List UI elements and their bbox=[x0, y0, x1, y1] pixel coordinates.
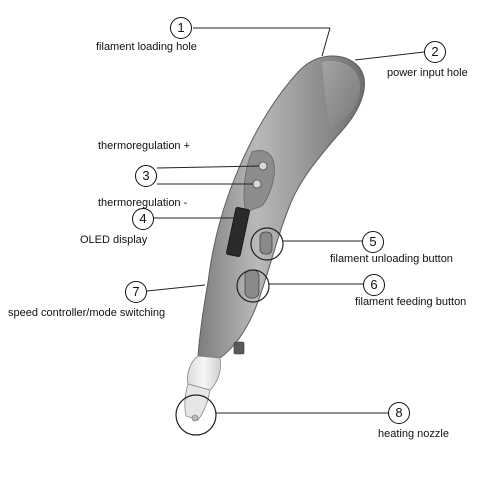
unloading-highlight-circle bbox=[250, 227, 284, 261]
filament-feeding-button bbox=[244, 269, 260, 299]
label-filament-feeding-button: filament feeding button bbox=[355, 296, 467, 308]
nozzle-tip bbox=[191, 414, 199, 422]
label-thermoregulation-minus: thermoregulation - bbox=[98, 197, 188, 209]
pen-rear-head bbox=[322, 60, 361, 129]
oled-display bbox=[226, 207, 250, 257]
callout-number-7: 7 bbox=[125, 281, 147, 303]
leader-line-7 bbox=[146, 284, 206, 292]
leader-line-1-drop bbox=[321, 27, 331, 57]
callout-number-4: 4 bbox=[132, 208, 154, 230]
filament-unloading-button bbox=[259, 231, 273, 255]
callout-number-5: 5 bbox=[362, 231, 384, 253]
leader-line-3a bbox=[156, 165, 260, 169]
label-power-input-hole: power input hole bbox=[387, 67, 468, 79]
label-speed-controller-mode-switching: speed controller/mode switching bbox=[8, 307, 166, 319]
label-thermoregulation-plus: thermoregulation + bbox=[98, 140, 191, 152]
nozzle-highlight-circle bbox=[175, 394, 217, 436]
label-oled-display: OLED display bbox=[80, 234, 148, 246]
pen-body bbox=[197, 55, 365, 359]
label-filament-loading-hole: filament loading hole bbox=[96, 41, 197, 53]
callout-number-6: 6 bbox=[363, 274, 385, 296]
label-heating-nozzle: heating nozzle bbox=[378, 428, 449, 440]
thermoregulation-plus-button bbox=[258, 161, 268, 171]
nozzle-cone bbox=[184, 383, 211, 421]
callout-number-1: 1 bbox=[170, 17, 192, 39]
leader-line-2 bbox=[354, 51, 425, 61]
callout-number-8: 8 bbox=[388, 402, 410, 424]
speed-controller-switch bbox=[233, 341, 245, 355]
callout-number-2: 2 bbox=[424, 41, 446, 63]
callout-number-3: 3 bbox=[135, 165, 157, 187]
feeding-highlight-circle bbox=[236, 269, 270, 303]
label-filament-unloading-button: filament unloading button bbox=[330, 253, 453, 265]
thermoregulation-minus-button bbox=[252, 179, 262, 189]
